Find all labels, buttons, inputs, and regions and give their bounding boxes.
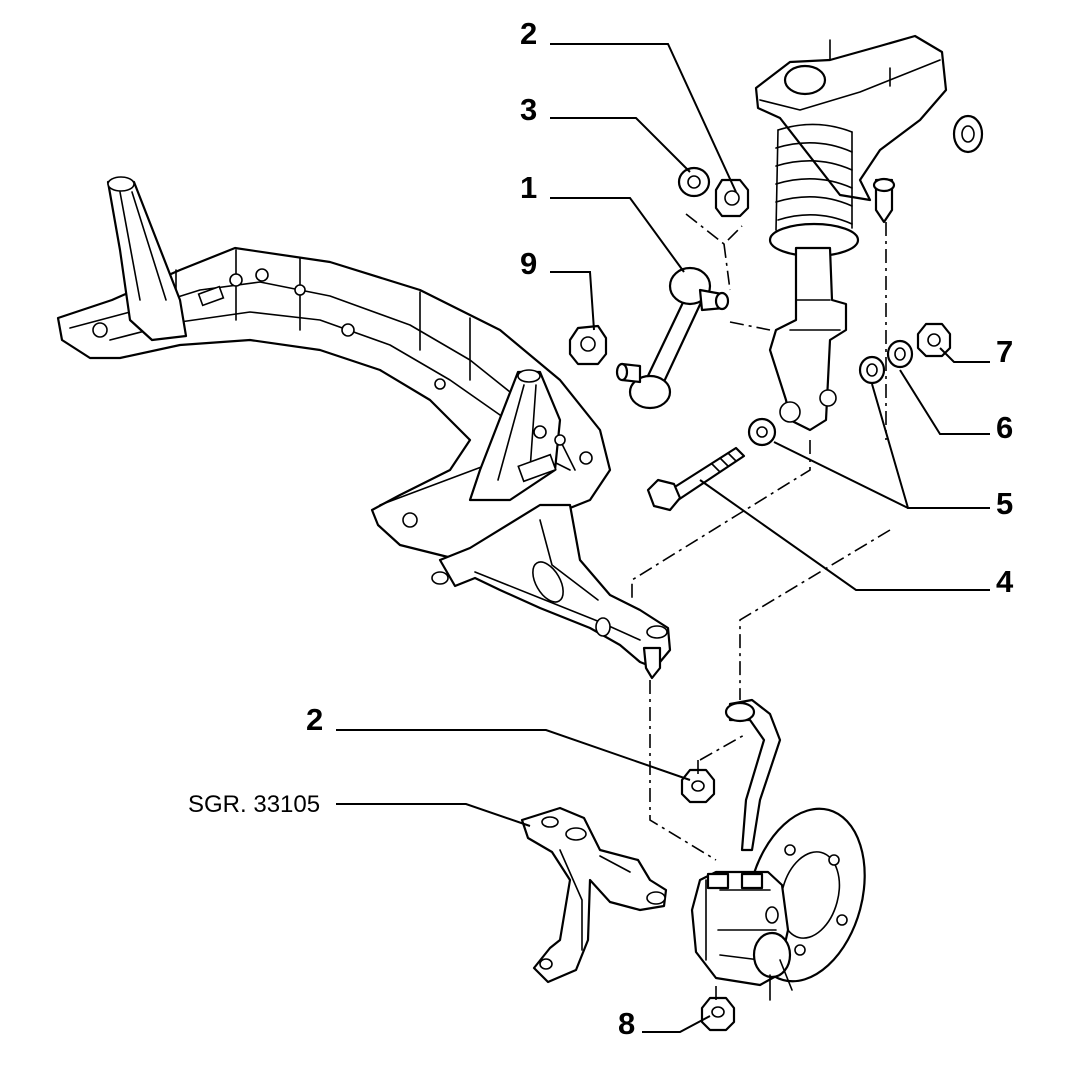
callout-3: 3 — [520, 92, 537, 127]
callout-labels: 2 3 1 9 7 6 5 4 2 8 SGR. 33105 — [188, 16, 1014, 1041]
callout-9: 9 — [520, 246, 537, 281]
knuckle-hub-brake — [690, 698, 866, 1001]
callout-2-top: 2 — [520, 16, 537, 51]
callout-5: 5 — [996, 486, 1013, 521]
mounting-bracket — [520, 806, 668, 984]
group-reference-label: SGR. 33105 — [188, 791, 320, 818]
strut-assembly — [754, 34, 984, 432]
stabilizer-link — [615, 266, 730, 410]
hardware-items — [568, 166, 952, 1032]
callout-7: 7 — [996, 334, 1013, 369]
assembly-axis-lines — [631, 213, 891, 1000]
lower-control-arm — [431, 503, 672, 680]
callout-8: 8 — [618, 1006, 635, 1041]
callout-2-bottom: 2 — [306, 702, 323, 737]
callout-4: 4 — [996, 564, 1014, 599]
callout-1: 1 — [520, 170, 537, 205]
leader-lines — [336, 43, 990, 1033]
callout-6: 6 — [996, 410, 1013, 445]
front-subframe — [56, 176, 612, 562]
